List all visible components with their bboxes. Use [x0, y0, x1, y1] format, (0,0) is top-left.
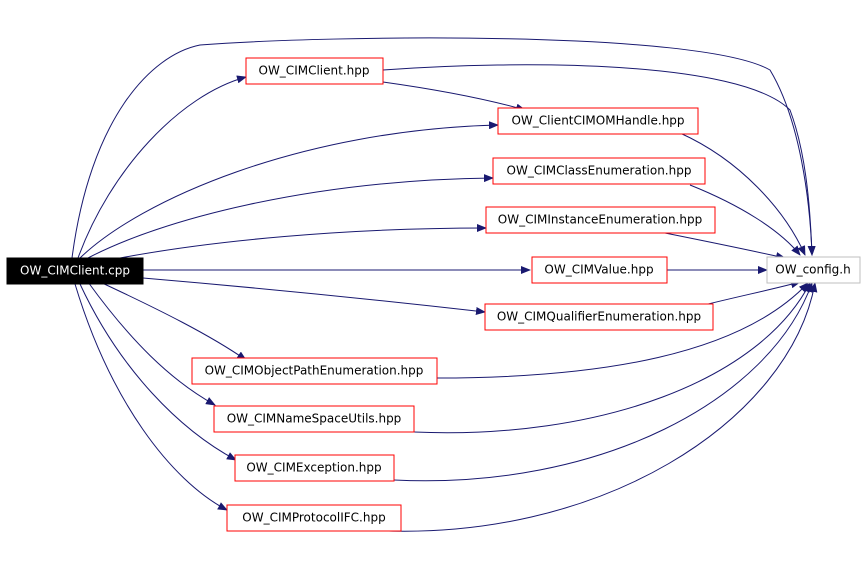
edge-instenum-to-config	[659, 231, 786, 260]
node-root[interactable]: OW_CIMClient.cpp	[6, 257, 144, 285]
edge-root-to-protocolifc	[74, 283, 228, 511]
edge-root-to-cimexception	[79, 283, 237, 461]
node-config-label: OW_config.h	[775, 263, 850, 277]
node-cimexception-box	[234, 454, 395, 482]
node-classenum-box	[492, 157, 706, 185]
node-instenum[interactable]: OW_CIMInstanceEnumeration.hpp	[485, 206, 716, 234]
node-instenum-box	[485, 206, 716, 234]
node-nsutils[interactable]: OW_CIMNameSpaceUtils.hpp	[213, 405, 415, 433]
node-nsutils-box	[213, 405, 415, 433]
edge-qualenum-to-config	[699, 280, 801, 307]
node-root-box	[6, 257, 144, 285]
node-cimclient-hpp-label: OW_CIMClient.hpp	[259, 64, 370, 78]
node-cimclient-hpp-box	[245, 57, 384, 85]
edge-cimclient-hpp-to-config	[382, 64, 816, 256]
node-clientcimomhandle-label: OW_ClientCIMOMHandle.hpp	[511, 114, 684, 128]
nodes-layer: OW_CIMClient.cpp OW_CIMClient.hpp OW_Cli…	[6, 57, 861, 532]
edge-cimexception-to-config	[393, 282, 813, 482]
node-config-box	[766, 256, 861, 284]
edge-root-to-clientcimomhandle	[79, 121, 499, 259]
edge-objpathenum-to-config	[436, 282, 809, 379]
node-classenum-label: OW_CIMClassEnumeration.hpp	[507, 164, 692, 178]
node-cimvalue[interactable]: OW_CIMValue.hpp	[531, 256, 668, 284]
node-classenum[interactable]: OW_CIMClassEnumeration.hpp	[492, 157, 706, 185]
node-clientcimomhandle[interactable]: OW_ClientCIMOMHandle.hpp	[497, 107, 699, 135]
node-qualenum[interactable]: OW_CIMQualifierEnumeration.hpp	[484, 303, 714, 331]
node-clientcimomhandle-box	[497, 107, 699, 135]
edge-root-to-nsutils	[87, 281, 216, 406]
node-instenum-label: OW_CIMInstanceEnumeration.hpp	[498, 213, 702, 227]
node-qualenum-label: OW_CIMQualifierEnumeration.hpp	[497, 310, 701, 324]
node-protocolifc-box	[226, 504, 402, 532]
node-cimexception[interactable]: OW_CIMException.hpp	[234, 454, 395, 482]
edge-cimclient-hpp-to-clientcimomhandle	[382, 81, 526, 112]
edge-root-to-classenum	[87, 174, 494, 259]
node-root-label: OW_CIMClient.cpp	[20, 264, 130, 278]
edges-layer	[71, 37, 818, 532]
node-qualenum-box	[484, 303, 714, 331]
edge-root-to-objpathenum	[99, 281, 247, 361]
node-cimvalue-label: OW_CIMValue.hpp	[544, 263, 653, 277]
node-protocolifc[interactable]: OW_CIMProtocolIFC.hpp	[226, 504, 402, 532]
node-objpathenum-box	[191, 357, 438, 385]
edge-clientcimomhandle-to-config	[679, 132, 806, 256]
edge-nsutils-to-config	[413, 282, 811, 434]
edge-classenum-to-config	[689, 184, 801, 256]
edge-root-to-qualenum	[142, 277, 486, 315]
node-cimclient-hpp[interactable]: OW_CIMClient.hpp	[245, 57, 384, 85]
node-cimexception-label: OW_CIMException.hpp	[246, 461, 381, 475]
node-nsutils-label: OW_CIMNameSpaceUtils.hpp	[227, 412, 402, 426]
edge-protocolifc-to-config	[365, 282, 818, 532]
edge-root-to-cimclient-hpp	[77, 75, 247, 259]
node-cimvalue-box	[531, 256, 668, 284]
edge-root-to-instenum	[109, 224, 487, 261]
node-objpathenum[interactable]: OW_CIMObjectPathEnumeration.hpp	[191, 357, 438, 385]
edge-root-to-config	[71, 37, 816, 259]
node-objpathenum-label: OW_CIMObjectPathEnumeration.hpp	[205, 364, 424, 378]
node-protocolifc-label: OW_CIMProtocolIFC.hpp	[242, 511, 385, 525]
node-config[interactable]: OW_config.h	[766, 256, 861, 284]
